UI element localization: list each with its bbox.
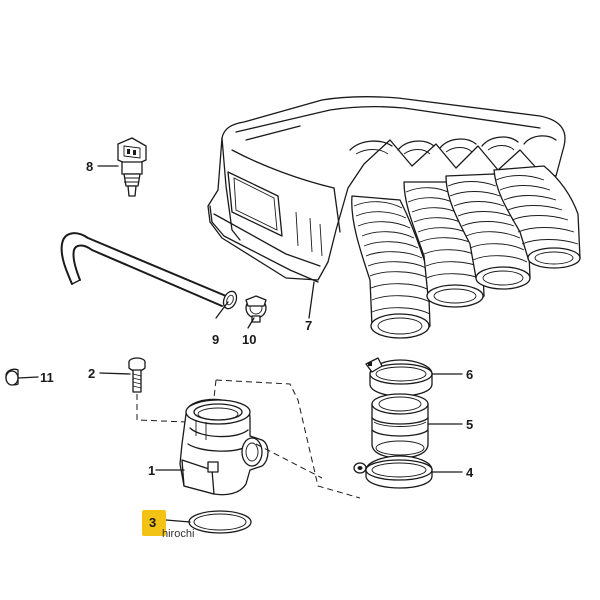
hose-clamp-lower [353,455,433,489]
hose-clamp-upper [365,357,433,397]
callout-3-highlight [142,510,166,536]
callouts: 8 9 10 7 11 2 1 3 6 5 4 hirochi [40,159,474,540]
intake-runners [351,165,581,339]
hose-clamp-small [245,295,267,323]
intake-plenum [207,96,566,283]
callout-5: 5 [466,417,473,432]
connecting-sleeve [371,393,429,459]
callout-8: 8 [86,159,93,174]
leader-lines [17,165,463,523]
assembly-lines [213,379,361,499]
callout-2: 2 [88,366,95,381]
breather-hose [60,232,238,310]
bolt [128,357,189,423]
callout-7: 7 [305,318,312,333]
callout-3: 3 [149,515,156,530]
callout-4: 4 [466,465,474,480]
throttle-body [179,398,269,496]
callout-1: 1 [148,463,155,478]
cap-part [5,368,19,386]
callout-10: 10 [242,332,256,347]
callout-11: 11 [40,370,54,385]
gasket-ring [188,510,252,534]
callout-9: 9 [212,332,219,347]
watermark-text: hirochi [162,528,194,540]
callout-6: 6 [466,367,473,382]
temperature-sensor [117,137,147,197]
